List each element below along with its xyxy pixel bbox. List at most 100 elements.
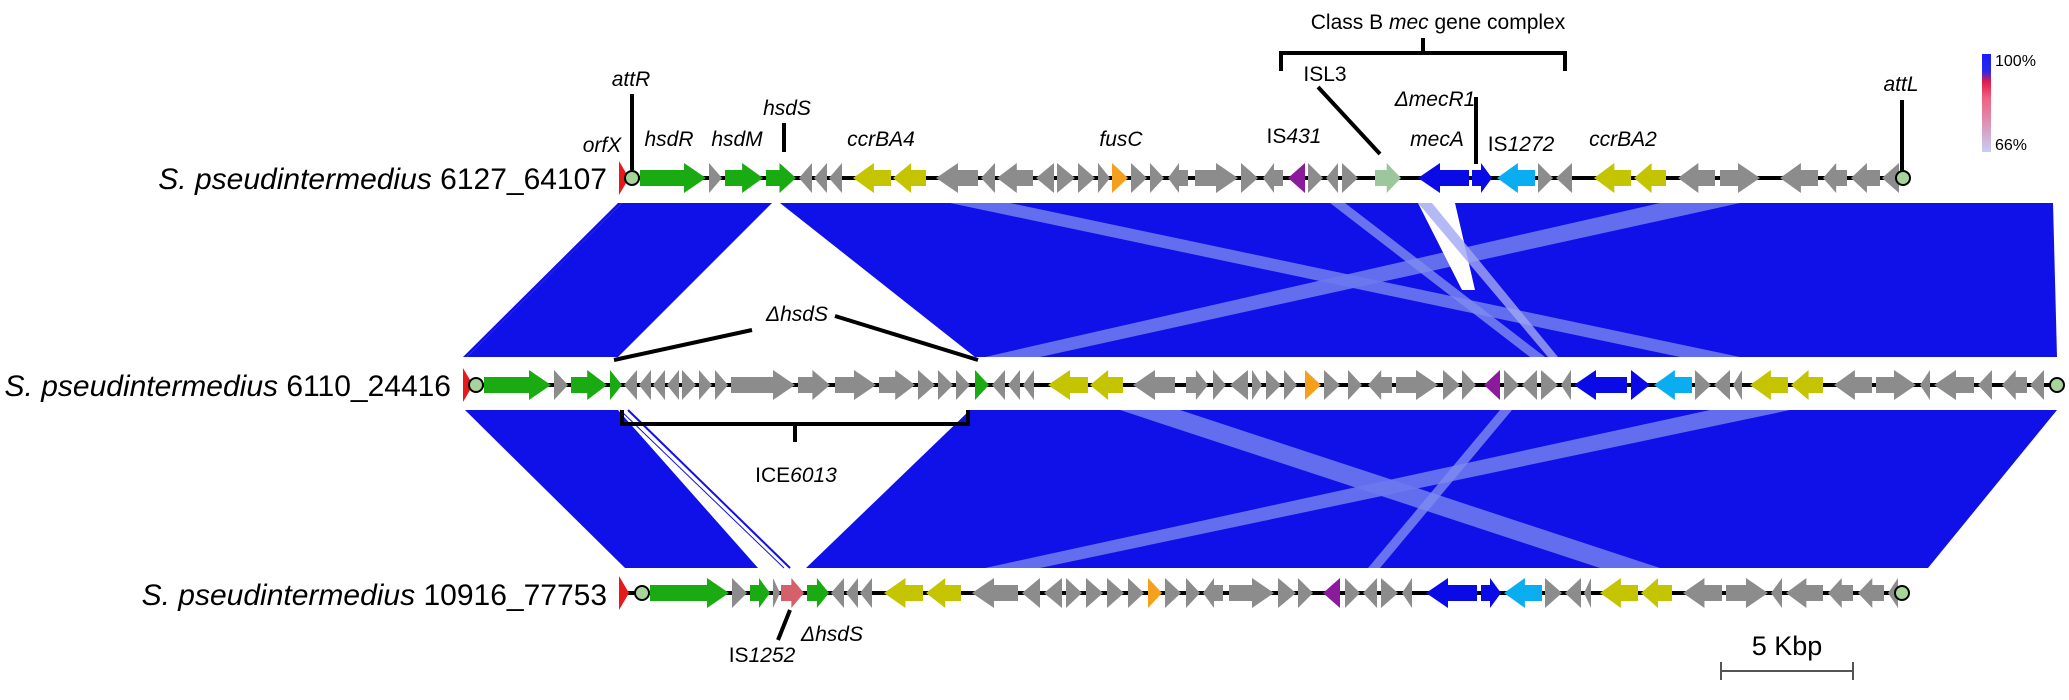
- gene-gray-r3d-6: [1128, 578, 1144, 608]
- identity-block-top-orfx: [463, 203, 622, 357]
- gene-hsdR-row3: [650, 578, 729, 608]
- gene-gray-r1c-2: [997, 163, 1033, 193]
- gene-fusC-row3: [1148, 578, 1162, 608]
- gene-gray-r3g-2: [1584, 578, 1591, 608]
- label-hsdM: hsdM: [711, 128, 763, 151]
- identity-block-top-left: [467, 203, 772, 357]
- gene-ccrB4-row1: [853, 163, 891, 193]
- genome-label-3: S. pseudintermedius 10916_77753: [142, 579, 607, 612]
- gene-ccrA4-row1: [893, 163, 926, 193]
- inversion-band-2: [950, 203, 1740, 357]
- gene-gray-r3c-0: [831, 578, 844, 608]
- genome-label-1: S. pseudintermedius 6127_64107: [158, 163, 607, 196]
- gene-ccrA2-row1: [1634, 163, 1666, 193]
- gene-gray-r1h-2: [1780, 163, 1818, 193]
- gene-gray-r2d-4: [918, 370, 935, 400]
- gene-gray-r3g-0: [1545, 578, 1562, 608]
- gene-gray-r3d-1: [1022, 578, 1040, 608]
- gene-gray-r2e-1: [1008, 370, 1020, 400]
- gene-gray-r1f-2: [1342, 163, 1358, 193]
- gene-gray-r1d-3: [1195, 163, 1238, 193]
- identity-block-top-right: [780, 203, 2057, 357]
- gene-gray-r3h-5: [1858, 578, 1884, 608]
- gene-arrows: [463, 161, 2065, 610]
- gene-gray-r1d-0: [1131, 163, 1147, 193]
- gene-dhsdS-row2: [610, 370, 622, 400]
- identity-legend-min: 66%: [1995, 137, 2027, 154]
- gene-gray-r3c-2: [860, 578, 872, 608]
- gene-IS1272-row1: [1497, 163, 1535, 193]
- label-ICE6013: ICE6013: [755, 464, 837, 487]
- gene-fusC-row1: [1112, 163, 1128, 193]
- gene-hsdR-row1: [640, 163, 706, 193]
- gene-gray-r2g-3: [1396, 370, 1438, 400]
- gene-ccrA2-row2: [1791, 370, 1823, 400]
- gene-gray-r2h-2: [1541, 370, 1558, 400]
- gene-IS1252-row3: [781, 578, 804, 608]
- gene-gray-r2c-1: [639, 370, 651, 400]
- gene-gray-r1e-0: [1263, 163, 1283, 193]
- gene-gray-r2j-6: [2030, 370, 2044, 400]
- gene-gray-r2h-0: [1504, 370, 1519, 400]
- gene-ccrB2-row2: [1750, 370, 1788, 400]
- gene-gray-r3d-3: [1066, 578, 1082, 608]
- gene-gray-r2i-2: [1733, 370, 1742, 400]
- gene-ccrB2-row1: [1594, 163, 1631, 193]
- gene-mecA-row3: [1426, 578, 1477, 608]
- gene-gray-r3f-2: [1381, 578, 1398, 608]
- gene-gray-r1g-1: [1556, 163, 1572, 193]
- label-orfX: orfX: [583, 134, 623, 157]
- gene-gray-r3d-2: [1044, 578, 1062, 608]
- inversion-band-7: [1418, 203, 1558, 357]
- gene-gray-r2d-1: [798, 370, 830, 400]
- gene-gray-r1f-1: [1326, 163, 1338, 193]
- gene-IS431-row1: [1288, 163, 1305, 193]
- gene-gray-r2i-1: [1714, 370, 1730, 400]
- scale-bar: 5 Kbp: [1720, 631, 1854, 680]
- gene-ccrA2-row3: [1641, 578, 1672, 608]
- label-mecA: mecA: [1410, 128, 1464, 151]
- attL-site-row1: [1895, 170, 1911, 186]
- identity-blocks: [463, 203, 2057, 569]
- identity-block-bottom-left: [465, 410, 758, 568]
- gene-hsdM-row1: [725, 163, 763, 193]
- gene-gray-r3c-1: [846, 578, 858, 608]
- annotation-lines: [613, 38, 1904, 641]
- gene-gray-r1c-1: [981, 163, 995, 193]
- gene-gray-r2j-1: [1876, 370, 1916, 400]
- attR-site-row1: [624, 170, 640, 186]
- orfX-red-marker-row3: [619, 576, 629, 610]
- gene-gray-r2h-3: [1561, 370, 1571, 400]
- inversion-band-5: [985, 410, 1790, 568]
- gene-gray-r3f-0: [1345, 578, 1360, 608]
- gene-gray-r3e-5: [1298, 578, 1313, 608]
- gene-IS1272-row2: [1654, 370, 1692, 400]
- gene-gray-r3h-2: [1771, 578, 1782, 608]
- gene-gray-r2f-1: [1186, 370, 1208, 400]
- genome-labels: S. pseudintermedius 6127_64107 S. pseudi…: [5, 163, 607, 612]
- gene-gray-r2j-5: [2002, 370, 2027, 400]
- gene-hsdM-row3: [750, 578, 770, 608]
- gene-gray-r3f-1: [1363, 578, 1377, 608]
- identity-legend: 100% 66%: [1982, 53, 2036, 154]
- gene-gray-r2f-5: [1266, 370, 1281, 400]
- gene-ccrB4-row2: [1048, 370, 1088, 400]
- label-hsdS: hsdS: [763, 97, 811, 120]
- identity-block-bottom-right: [806, 410, 2057, 568]
- label-hsdR: hsdR: [644, 128, 693, 151]
- gene-gray-r1c-0: [936, 163, 978, 193]
- gene-mecR1-row2: [1631, 370, 1650, 400]
- gene-gray-r3d-4: [1086, 578, 1103, 608]
- gene-gray-r2g-5: [1462, 370, 1476, 400]
- gene-gray-r2c-5: [699, 370, 712, 400]
- gene-gray-r2d-2: [835, 370, 876, 400]
- gene-gray-r2g-0: [1324, 370, 1340, 400]
- label-dhsdS-bottom: ΔhsdS: [800, 623, 863, 646]
- gene-gray-r2c-3: [667, 370, 679, 400]
- gene-gray-r2c-4: [682, 370, 696, 400]
- gene-gray-r2f-3: [1230, 370, 1248, 400]
- gene-gray-r3g-1: [1565, 578, 1581, 608]
- gene-gray-r2j-0: [1834, 370, 1872, 400]
- gene-gray-r2e-0: [992, 370, 1005, 400]
- gene-hsdR-row2: [484, 370, 551, 400]
